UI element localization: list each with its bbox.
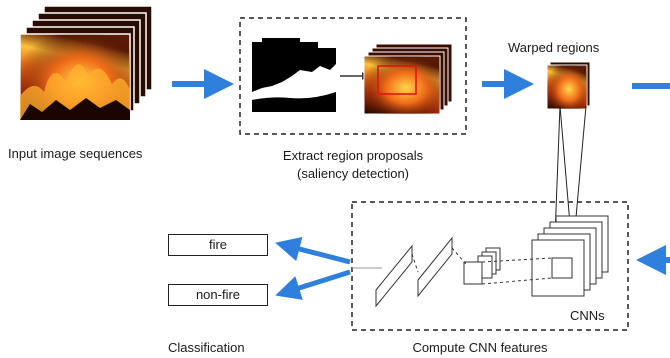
proposal-stack <box>363 43 453 115</box>
fire-frame-front <box>19 33 131 121</box>
input-label: Input image sequences <box>8 146 143 161</box>
warped-region-image <box>546 61 591 110</box>
feature-maps <box>463 247 553 285</box>
cnn-features-box <box>351 201 629 331</box>
region-proposal-box <box>239 17 467 135</box>
compute-label: Compute CNN features <box>412 340 548 355</box>
extract-label-2: (saliency detection) <box>297 166 409 181</box>
warped-label: Warped regions <box>508 40 600 55</box>
saliency-map <box>252 38 338 112</box>
output-arrow-non-fire <box>275 269 351 300</box>
cnn-stack <box>531 215 609 297</box>
extract-label-1: Extract region proposals <box>282 148 424 163</box>
class-output-fire: fire <box>168 234 268 256</box>
output-arrow-fire <box>275 236 351 265</box>
classification-label: Classification <box>168 340 245 355</box>
fc-layers <box>375 236 467 308</box>
input-image-stack <box>19 5 153 121</box>
cnns-label: CNNs <box>570 308 605 323</box>
class-output-non-fire: non-fire <box>168 284 268 306</box>
